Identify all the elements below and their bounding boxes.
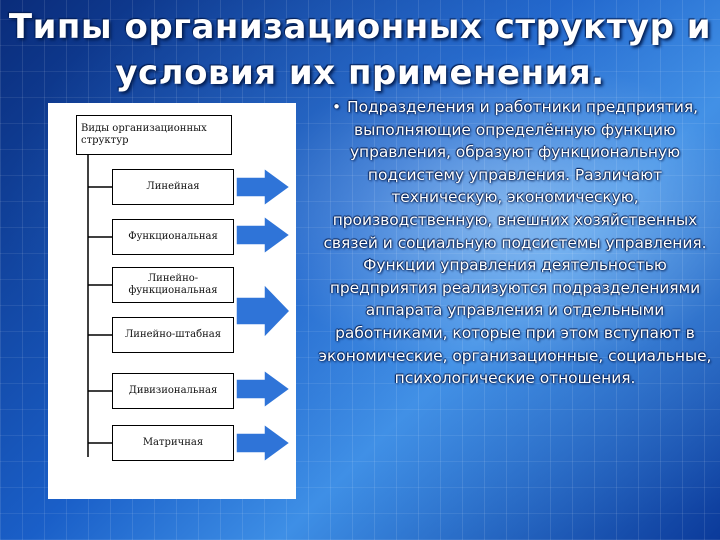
diagram-connectors	[87, 155, 112, 457]
slide-title-line-1: Типы организационных структур и	[8, 7, 712, 47]
bullet-text: Подразделения и работники предприятия, в…	[318, 98, 712, 388]
type-box-functional: Функциональная	[112, 219, 234, 255]
diagram-root-box: Виды организационных структур	[76, 115, 232, 155]
bullet-paragraph: •Подразделения и работники предприятия, …	[316, 96, 714, 390]
arrow-right-icon	[235, 422, 292, 464]
arrow-right-icon	[235, 166, 292, 208]
bullet-icon: •	[331, 98, 342, 116]
type-box-divisional: Дивизиональная	[112, 373, 234, 409]
arrow-right-icon	[235, 368, 292, 410]
type-box-linear-staff: Линейно-штабная	[112, 317, 234, 353]
type-box-matrix: Матричная	[112, 425, 234, 461]
slide-title: Типы организационных структур и условия …	[0, 4, 720, 96]
slide-title-line-2: условия их применения.	[115, 53, 605, 93]
type-box-linear: Линейная	[112, 169, 234, 205]
arrow-right-icon	[235, 282, 292, 340]
type-box-linear-functional: Линейно-функциональная	[112, 267, 234, 303]
arrow-right-icon	[235, 214, 292, 256]
